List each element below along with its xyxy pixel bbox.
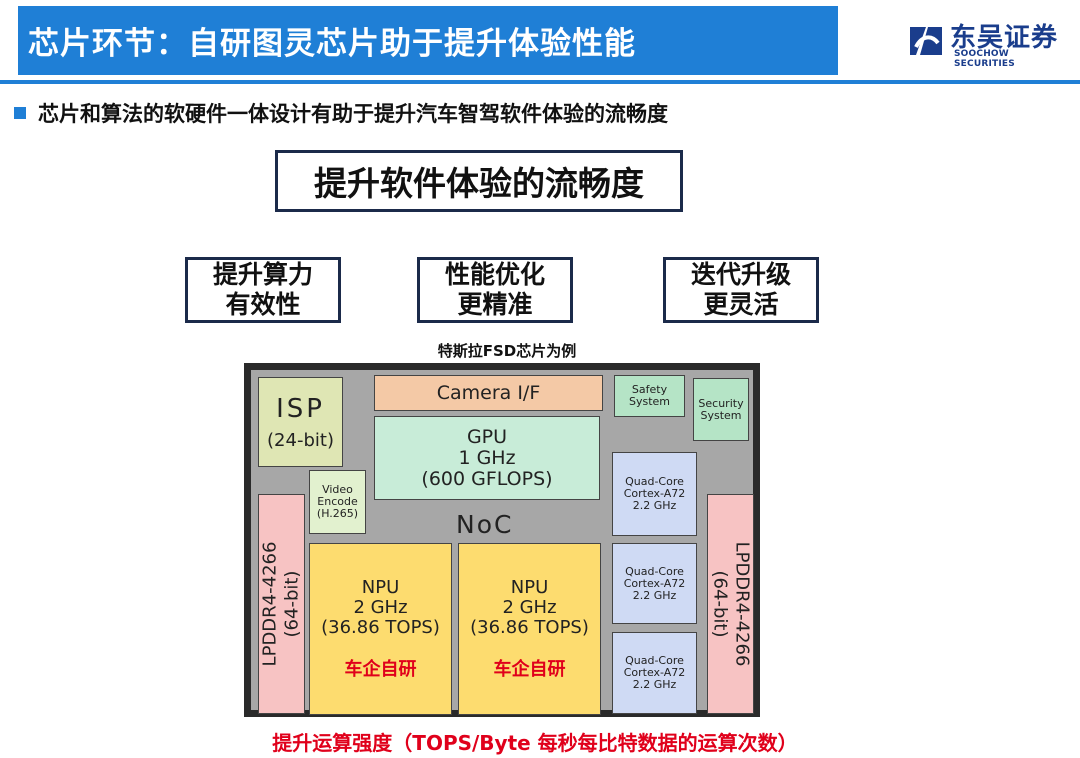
camera-label: Camera I/F <box>436 382 541 404</box>
npu-line1: NPU <box>510 577 549 598</box>
camera-if-block: Camera I/F <box>374 375 603 411</box>
title-banner: 芯片环节：自研图灵芯片助于提升体验性能 <box>18 6 838 75</box>
quad-line3: 2.2 GHz <box>632 678 677 691</box>
security-line2: System <box>700 408 742 422</box>
lpddr-right-block: LPDDR4-4266 (64-bit) <box>707 494 754 714</box>
quad-line1: Quad-Core <box>625 475 684 488</box>
npu-block: NPU 2 GHz (36.86 TOPS) 车企自研 <box>458 543 601 715</box>
quad-line2: Cortex-A72 <box>623 666 686 679</box>
video-line3: (H.265) <box>316 507 359 520</box>
bullet-point: 芯片和算法的软硬件一体设计有助于提升汽车智驾软件体验的流畅度 <box>14 98 668 128</box>
noc-label: NoC <box>456 510 514 539</box>
video-line1: Video <box>322 483 353 496</box>
sub-box-line2: 有效性 <box>225 290 301 319</box>
bullet-text: 芯片和算法的软硬件一体设计有助于提升汽车智驾软件体验的流畅度 <box>38 102 668 126</box>
quad-line1: Quad-Core <box>625 564 684 578</box>
npu-line3: (36.86 TOPS) <box>470 617 589 638</box>
page-title: 芯片环节：自研图灵芯片助于提升体验性能 <box>28 26 636 62</box>
video-encode-block: Video Encode (H.265) <box>309 470 366 534</box>
safety-system-block: Safety System <box>614 375 685 417</box>
main-goal-box: 提升软件体验的流畅度 <box>275 150 683 212</box>
lpddr-line1: LPDDR4-4266 <box>259 541 281 667</box>
sub-box-line1: 性能优化 <box>444 260 545 289</box>
company-logo: 东吴证券 SOOCHOW SECURITIES <box>900 15 1070 69</box>
security-system-block: Security System <box>693 378 749 441</box>
sub-box-line2: 更精准 <box>457 290 533 319</box>
diagram-caption: 特斯拉FSD芯片为例 <box>437 342 577 360</box>
quad-line3: 2.2 GHz <box>632 499 677 512</box>
npu-line3: (36.86 TOPS) <box>321 617 440 638</box>
quad-line3: 2.2 GHz <box>632 588 677 602</box>
cpu-cluster-block: Quad-Core Cortex-A72 2.2 GHz <box>612 452 697 536</box>
lpddr-left-text: LPDDR4-4266 (64-bit) <box>260 542 304 667</box>
lpddr-line1: LPDDR4-4266 <box>731 541 753 667</box>
npu-line2: 2 GHz <box>353 597 408 618</box>
safety-line2: System <box>628 395 671 408</box>
gpu-block: GPU 1 GHz (600 GFLOPS) <box>374 416 600 500</box>
sub-box-line1: 提升算力 <box>212 260 313 289</box>
npu-block: NPU 2 GHz (36.86 TOPS) 车企自研 <box>309 543 452 715</box>
safety-line1: Safety <box>631 383 668 396</box>
npu-tag: 车企自研 <box>344 659 417 680</box>
gpu-line1: GPU <box>466 425 508 448</box>
soochow-logo-icon <box>910 27 942 55</box>
lpddr-line2: (64-bit) <box>281 570 303 638</box>
quad-line2: Cortex-A72 <box>623 487 686 500</box>
cpu-cluster-block: Quad-Core Cortex-A72 2.2 GHz <box>612 632 697 714</box>
bullet-square-icon <box>14 107 26 119</box>
npu-tag: 车企自研 <box>493 659 566 680</box>
isp-subtitle: (24-bit) <box>267 429 334 451</box>
bottom-caption: 提升运算强度（TOPS/Byte 每秒每比特数据的运算次数） <box>272 731 798 755</box>
sub-box-optimize: 性能优化 更精准 <box>417 257 573 323</box>
isp-block: ISP (24-bit) <box>258 377 343 467</box>
npu-line2: 2 GHz <box>502 597 557 618</box>
logo-chinese-name: 东吴证券 <box>950 23 1059 53</box>
quad-line1: Quad-Core <box>625 654 684 667</box>
sub-box-line2: 更灵活 <box>703 290 779 319</box>
gpu-line2: 1 GHz <box>458 446 516 469</box>
cpu-cluster-block: Quad-Core Cortex-A72 2.2 GHz <box>612 543 697 624</box>
security-line1: Security <box>698 396 744 410</box>
isp-title: ISP <box>276 393 325 424</box>
logo-english-name: SOOCHOW SECURITIES <box>954 49 1015 69</box>
gpu-line3: (600 GFLOPS) <box>421 467 553 490</box>
sub-box-compute: 提升算力 有效性 <box>185 257 341 323</box>
sub-box-iterate: 迭代升级 更灵活 <box>663 257 819 323</box>
lpddr-line2: (64-bit) <box>709 570 731 638</box>
video-line2: Encode <box>317 495 358 508</box>
lpddr-left-block: LPDDR4-4266 (64-bit) <box>258 494 305 714</box>
npu-line1: NPU <box>361 577 400 598</box>
fsd-chip-diagram: ISP (24-bit) Camera I/F Safety System Se… <box>244 363 760 717</box>
sub-box-line1: 迭代升级 <box>690 260 791 289</box>
header-divider <box>0 80 1080 84</box>
lpddr-right-text: LPDDR4-4266 (64-bit) <box>709 542 753 667</box>
quad-line2: Cortex-A72 <box>623 576 686 590</box>
